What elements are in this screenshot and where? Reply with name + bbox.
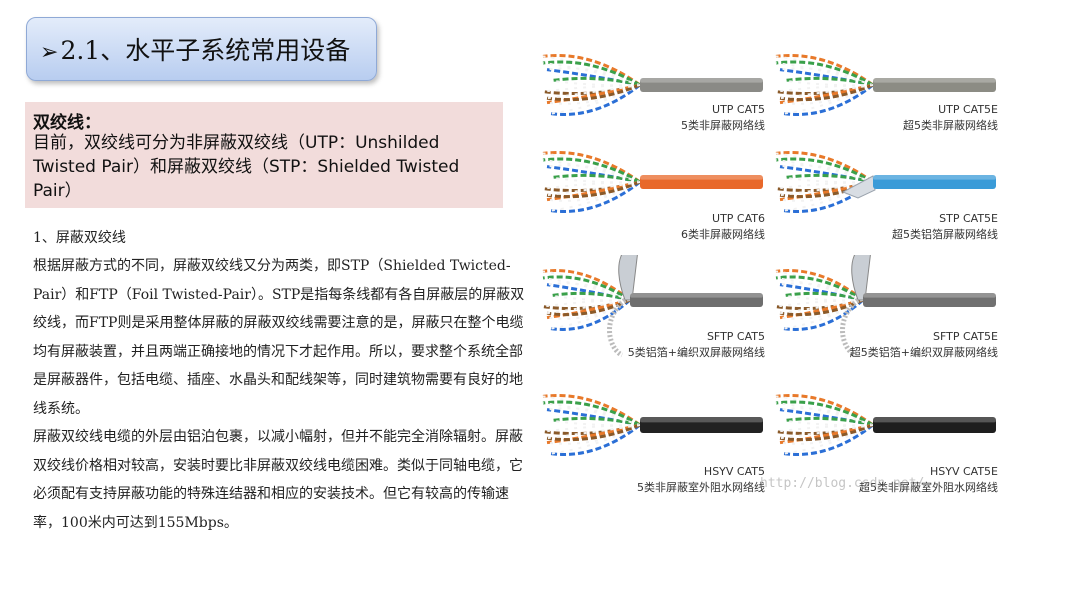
title-banner: ➢2.1、水平子系统常用设备 xyxy=(26,17,377,81)
cable-description-label: 超5类非屏蔽室外阻水网络线 xyxy=(859,481,998,494)
section-heading: 1、屏蔽双绞线 xyxy=(33,230,126,246)
cable-item: UTP CAT5E 超5类非屏蔽网络线 xyxy=(768,30,998,150)
cable-description-label: 5类非屏蔽网络线 xyxy=(681,119,765,132)
foil-shield-icon xyxy=(618,255,638,301)
cable-jacket xyxy=(630,293,763,307)
cable-jacket xyxy=(873,175,996,189)
cable-description-label: 6类非屏蔽网络线 xyxy=(681,228,765,241)
cable-description-label: 超5类非屏蔽网络线 xyxy=(903,119,998,132)
cable-illustration xyxy=(542,394,763,456)
cable-description-label: 5类铝箔+编织双屏蔽网络线 xyxy=(627,346,765,359)
cable-description-label: 超5类铝箔屏蔽网络线 xyxy=(892,228,998,241)
cable-jacket xyxy=(863,293,996,307)
cable-illustration xyxy=(775,54,996,116)
cable-jacket xyxy=(640,78,763,92)
section-paragraph: 屏蔽双绞线电缆的外层由铝泊包裹，以减小幅射，但并不能完全消除辐射。屏蔽双绞线价格… xyxy=(33,429,523,531)
cable-illustration xyxy=(775,151,996,213)
cable-description-label: 超5类铝箔+编织双屏蔽网络线 xyxy=(849,346,998,359)
definition-box: 双绞线： 目前，双绞线可分为非屏蔽双绞线（UTP：Unshilded Twist… xyxy=(25,102,503,208)
cable-jacket xyxy=(873,78,996,92)
cable-jacket xyxy=(873,417,996,433)
cable-code-label: SFTP CAT5E xyxy=(933,330,998,343)
arrow-bullet-icon: ➢ xyxy=(40,40,59,65)
cable-item: HSYV CAT5 5类非屏蔽室外阻水网络线 xyxy=(535,375,765,495)
section-paragraph: 根据屏蔽方式的不同，屏蔽双绞线又分为两类，即STP（Shielded Twict… xyxy=(33,258,525,417)
cable-item: UTP CAT6 6类非屏蔽网络线 xyxy=(535,150,765,270)
cable-illustration xyxy=(542,54,763,116)
cable-illustration xyxy=(542,151,763,213)
cable-jacket xyxy=(640,417,763,433)
cable-code-label: UTP CAT6 xyxy=(712,212,765,225)
cable-item: UTP CAT5 5类非屏蔽网络线 xyxy=(535,30,765,150)
braid-shield-icon xyxy=(840,298,860,358)
cable-code-label: SFTP CAT5 xyxy=(706,330,765,343)
cable-code-label: UTP CAT5E xyxy=(938,103,998,116)
cable-item: HSYV CAT5E 超5类非屏蔽室外阻水网络线 xyxy=(768,375,998,495)
cable-item: STP CAT5E 超5类铝箔屏蔽网络线 xyxy=(768,150,998,270)
cable-illustration xyxy=(542,255,763,358)
page-title: ➢2.1、水平子系统常用设备 xyxy=(40,31,350,67)
cable-code-label: HSYV CAT5 xyxy=(703,465,765,478)
cable-jacket xyxy=(640,175,763,189)
definition-heading: 双绞线： xyxy=(33,113,101,133)
braid-shield-icon xyxy=(607,298,627,358)
cable-code-label: STP CAT5E xyxy=(939,212,998,225)
cable-item: SFTP CAT5E 超5类铝箔+编织双屏蔽网络线 xyxy=(768,255,998,375)
cable-code-label: UTP CAT5 xyxy=(712,103,765,116)
section-body: 根据屏蔽方式的不同，屏蔽双绞线又分为两类，即STP（Shielded Twict… xyxy=(33,252,528,537)
cable-code-label: HSYV CAT5E xyxy=(929,465,998,478)
cable-illustration xyxy=(775,255,996,358)
cable-illustration xyxy=(775,394,996,456)
watermark: http://blog.csdn.net/ xyxy=(760,476,925,491)
foil-shield-icon xyxy=(851,255,871,301)
page-title-text: 2.1、水平子系统常用设备 xyxy=(60,36,351,65)
definition-text: 目前，双绞线可分为非屏蔽双绞线（UTP：Unshilded Twisted Pa… xyxy=(33,133,460,201)
cable-description-label: 5类非屏蔽室外阻水网络线 xyxy=(637,481,765,494)
cable-item: SFTP CAT5 5类铝箔+编织双屏蔽网络线 xyxy=(535,255,765,375)
